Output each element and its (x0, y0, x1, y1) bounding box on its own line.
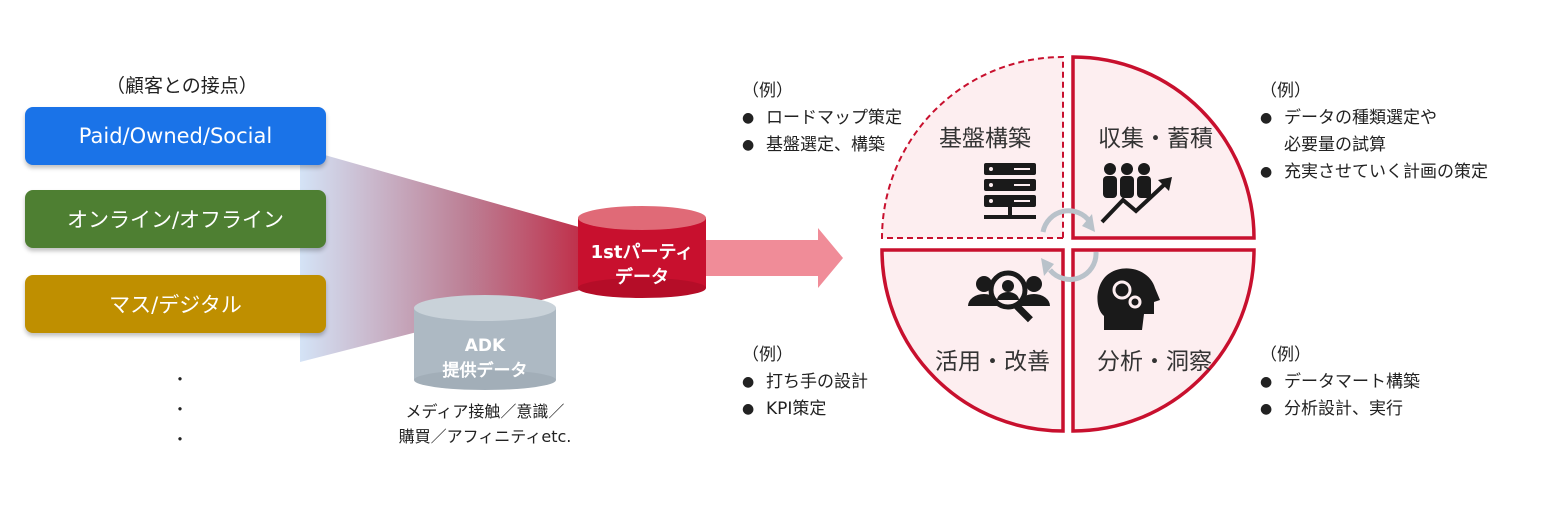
example-analyze: （例） データマート構築 分析設計、実行 (1260, 342, 1420, 423)
touchpoint-caption: （顧客との接点） (106, 75, 258, 97)
adk-data-label: ADK 提供データ (414, 334, 556, 384)
adk-line1: ADK (464, 336, 506, 356)
first-party-cylinder (578, 206, 706, 298)
ellipsis-dot: ・ (172, 430, 189, 449)
ellipsis-dot: ・ (172, 370, 189, 389)
adk-note-line2: 購買／アフィニティetc. (398, 427, 572, 446)
data-funnel (300, 148, 600, 362)
example-item: KPI策定 (742, 396, 868, 423)
adk-note-line1: メディア接触／意識／ (405, 402, 565, 421)
channel-mass-digital: マス/デジタル (25, 275, 326, 333)
server-icon (984, 163, 1036, 219)
channel-paid-owned-social: Paid/Owned/Social (25, 107, 326, 165)
example-title: （例） (1260, 81, 1311, 101)
example-item: データマート構築 (1260, 369, 1420, 396)
example-utilize: （例） 打ち手の設計 KPI策定 (742, 342, 868, 423)
adk-line2: 提供データ (442, 361, 528, 381)
cycle-arrows-icon (1040, 208, 1099, 282)
example-item: データの種類選定や 必要量の試算 (1260, 105, 1488, 159)
flow-arrow (706, 228, 843, 288)
head-gears-icon (1097, 268, 1160, 330)
example-title: （例） (1260, 345, 1311, 365)
quadrant-utilize-label: 活用・改善 (935, 349, 1050, 375)
adk-cylinder (414, 295, 556, 390)
example-item: 基盤選定、構築 (742, 132, 902, 159)
example-item: 分析設計、実行 (1260, 396, 1420, 423)
example-title: （例） (742, 81, 793, 101)
example-collect: （例） データの種類選定や 必要量の試算 充実させていく計画の策定 (1260, 78, 1488, 186)
example-foundation: （例） ロードマップ策定 基盤選定、構築 (742, 78, 902, 159)
quadrant-analyze-shape (1071, 248, 1256, 433)
quadrant-collect-label: 収集・蓄積 (1098, 126, 1213, 152)
first-party-line2: データ (615, 267, 669, 288)
quadrant-foundation-label: 基盤構築 (939, 126, 1031, 152)
example-item: 充実させていく計画の策定 (1260, 159, 1488, 186)
ellipsis-dot: ・ (172, 400, 189, 419)
quadrant-foundation-shape (880, 55, 1064, 239)
example-item: 打ち手の設計 (742, 369, 868, 396)
quadrant-utilize-shape (880, 248, 1065, 433)
quadrant-analyze-label: 分析・洞察 (1097, 349, 1212, 375)
people-search-icon (968, 270, 1050, 323)
example-title: （例） (742, 345, 793, 365)
adk-data-note: メディア接触／意識／ 購買／アフィニティetc. (385, 399, 585, 449)
people-growth-icon (1100, 163, 1172, 224)
channel-online-offline: オンライン/オフライン (25, 190, 326, 248)
first-party-data-label: 1stパーティ データ (578, 240, 706, 290)
quadrant-collect-shape (1071, 55, 1256, 240)
example-item: ロードマップ策定 (742, 105, 902, 132)
first-party-line1: 1stパーティ (590, 242, 694, 263)
